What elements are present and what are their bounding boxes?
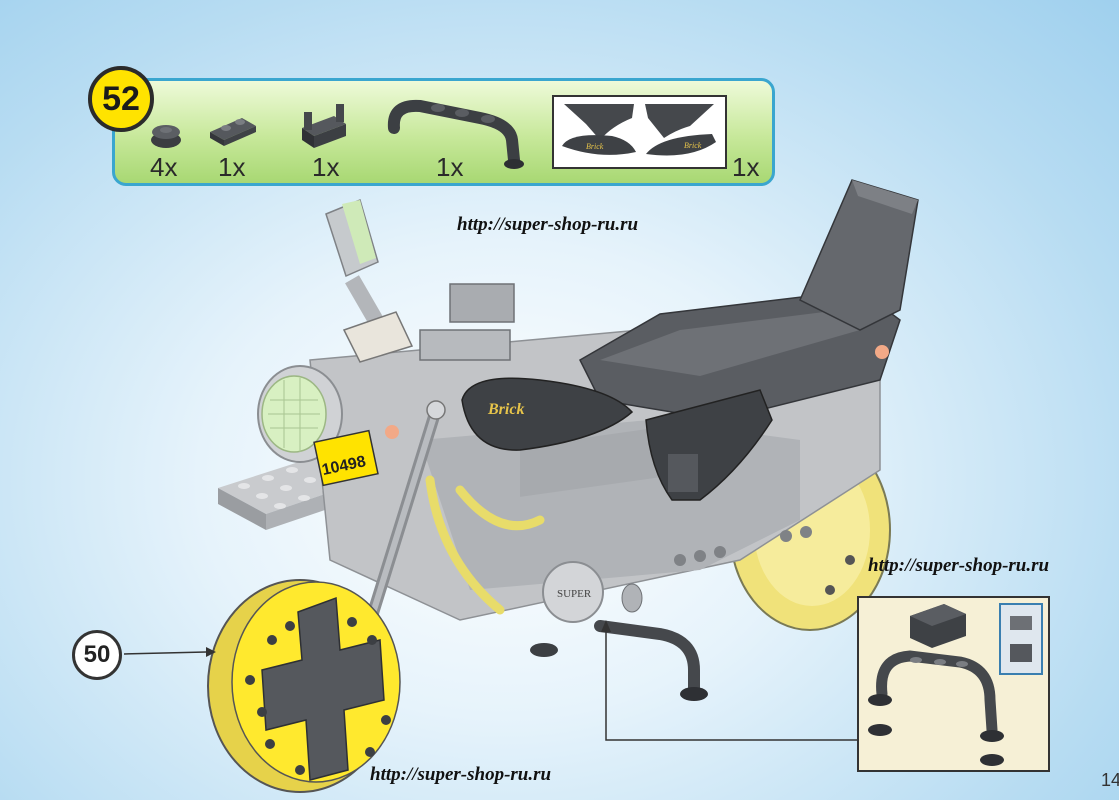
- rear-fin: [799, 179, 919, 331]
- qty-exhaust-pipe: 1x: [436, 152, 464, 182]
- footpeg: [621, 583, 643, 613]
- front-wheel: [207, 579, 401, 793]
- inset-small-preview: [999, 603, 1043, 675]
- qty-bracket-plate: 1x: [312, 152, 340, 182]
- watermark-url-bottom[interactable]: http://super-shop-ru.ru: [370, 764, 552, 785]
- engine-cover: SUPER: [542, 561, 604, 623]
- side-fairing: [645, 389, 773, 501]
- exhaust-under-body: [594, 620, 700, 696]
- watermark-url-right[interactable]: http://super-shop-ru.ru: [868, 555, 1050, 576]
- tank-logo-text: Brick: [487, 401, 524, 418]
- exhaust-tip: [680, 687, 708, 701]
- fairing-panels-icon: Brick Brick: [552, 95, 727, 169]
- round-plate-icon: [151, 125, 181, 148]
- callout-50-arrowhead: [206, 647, 216, 657]
- rear-indicator-light: [875, 345, 889, 359]
- exhaust-pipe-icon: [387, 99, 524, 169]
- inset-connector-line: [605, 630, 857, 741]
- plate-with-clip-icon: [210, 118, 256, 146]
- engine-tubes: [425, 475, 545, 615]
- decal-logo-left: Brick: [586, 142, 604, 151]
- qty-fairing-panels: 1x: [732, 152, 760, 182]
- decal-logo-right: Brick: [684, 141, 702, 150]
- front-indicator-light: [385, 425, 399, 439]
- qty-plate-with-clip: 1x: [218, 152, 246, 182]
- fuel-tank: Brick: [461, 377, 634, 451]
- watermark-url-top[interactable]: http://super-shop-ru.ru: [457, 214, 639, 235]
- kickstand-foot: [530, 643, 558, 657]
- bracket-plate-icon: [302, 104, 346, 148]
- handlebar-assembly: [325, 198, 515, 363]
- engine-badge-text: SUPER: [557, 588, 592, 600]
- callout-50-arrow: [123, 651, 207, 655]
- qty-round-plate: 4x: [150, 152, 178, 182]
- step-number-badge: 52: [88, 66, 154, 132]
- inset-connector-arrowhead: [601, 620, 611, 632]
- headlight: [257, 365, 343, 463]
- page-number: 14: [1101, 770, 1119, 790]
- license-plate: 10498: [313, 429, 379, 487]
- callout-step-50: 50: [72, 630, 122, 680]
